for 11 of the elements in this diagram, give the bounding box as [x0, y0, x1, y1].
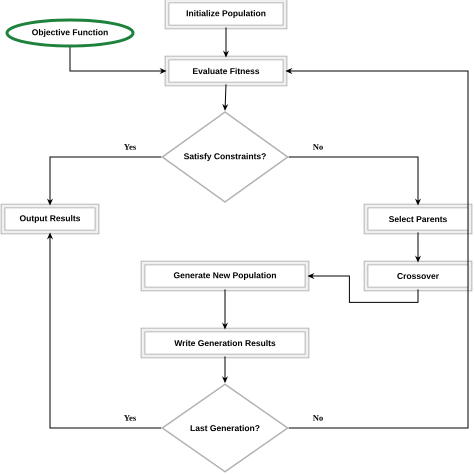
process-box: Generate New Population — [140, 260, 310, 292]
edge-label: Yes — [122, 143, 138, 151]
edge-label: No — [312, 414, 324, 422]
edge-label: No — [312, 143, 324, 151]
process-box: Initialize Population — [164, 0, 288, 30]
process-box: Evaluate Fitness — [164, 56, 288, 86]
process-box: Crossover — [364, 260, 472, 292]
process-box: Output Results — [0, 204, 100, 234]
process-box: Select Parents — [364, 204, 472, 234]
edge-label: Yes — [122, 414, 138, 422]
process-box: Write Generation Results — [140, 328, 310, 358]
